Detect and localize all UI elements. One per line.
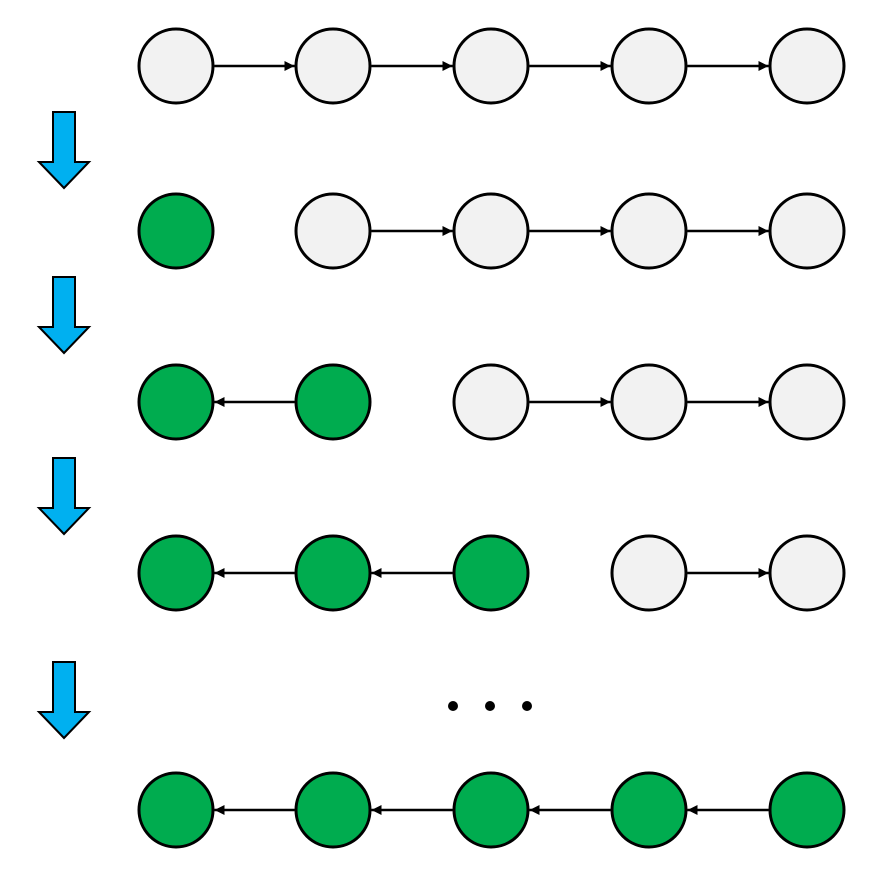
step-down-arrow-icon-3 xyxy=(36,457,92,536)
row-4-node-4-unprocessed xyxy=(610,534,688,612)
row-3-node-5-unprocessed xyxy=(768,363,846,441)
row-3-node-4-unprocessed xyxy=(610,363,688,441)
row-5-node-1-processed xyxy=(137,771,215,849)
row-1-node-5-unprocessed xyxy=(768,27,846,105)
row-5-node-2-processed xyxy=(294,771,372,849)
row-5-node-3-processed xyxy=(452,771,530,849)
links-layer xyxy=(214,61,769,815)
row-2-node-4-unprocessed xyxy=(610,192,688,270)
row-4-node-5-unprocessed xyxy=(768,534,846,612)
step-down-arrow-icon-4 xyxy=(36,661,92,740)
ellipsis-dot-3 xyxy=(522,701,532,711)
row-1-node-4-unprocessed xyxy=(610,27,688,105)
step-down-arrow-icon-2 xyxy=(36,276,92,355)
row-2-node-5-unprocessed xyxy=(768,192,846,270)
row-3-node-2-processed xyxy=(294,363,372,441)
row-1-node-2-unprocessed xyxy=(294,27,372,105)
row-5-node-5-processed xyxy=(768,771,846,849)
step-arrows-layer xyxy=(36,111,92,740)
row-2-node-3-unprocessed xyxy=(452,192,530,270)
row-2-node-2-unprocessed xyxy=(294,192,372,270)
row-4-node-3-processed xyxy=(452,534,530,612)
row-5-node-4-processed xyxy=(610,771,688,849)
nodes-layer xyxy=(137,27,846,849)
ellipsis-dot-1 xyxy=(448,701,458,711)
row-1-node-3-unprocessed xyxy=(452,27,530,105)
row-4-node-1-processed xyxy=(137,534,215,612)
row-1-node-1-unprocessed xyxy=(137,27,215,105)
step-down-arrow-icon-1 xyxy=(36,111,92,190)
row-3-node-1-processed xyxy=(137,363,215,441)
ellipsis xyxy=(448,701,532,711)
ellipsis-dot-2 xyxy=(485,701,495,711)
row-4-node-2-processed xyxy=(294,534,372,612)
row-3-node-3-unprocessed xyxy=(452,363,530,441)
row-2-node-1-processed xyxy=(137,192,215,270)
